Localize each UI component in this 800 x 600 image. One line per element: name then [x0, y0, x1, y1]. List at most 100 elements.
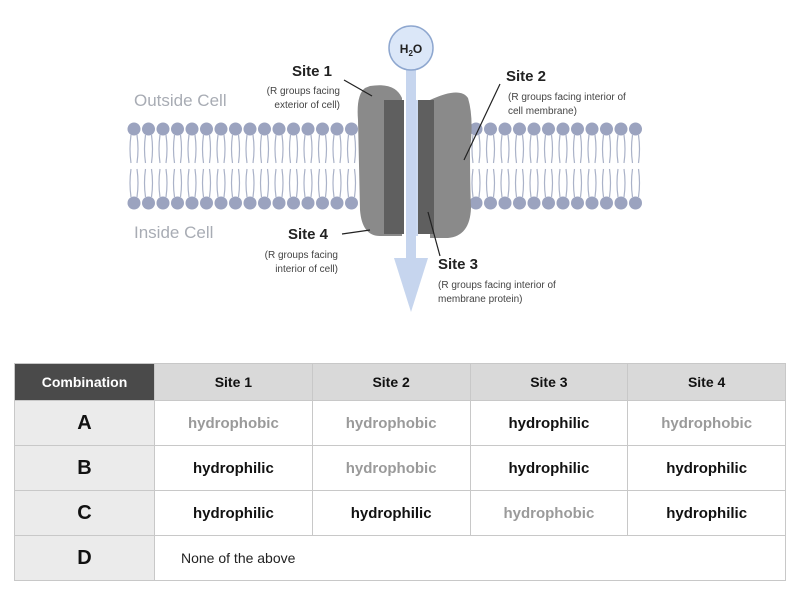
lipid-head: [258, 196, 271, 210]
header-site-4: Site 4: [627, 363, 786, 401]
cell-site-3: hydrophilic: [469, 445, 629, 491]
lipid-tail: [143, 168, 147, 198]
lipid-tail: [529, 134, 532, 164]
lipid-tail: [471, 168, 474, 198]
lipid-head: [272, 122, 286, 136]
lipid-tail: [216, 168, 219, 198]
lipid-tail: [129, 134, 132, 164]
lipid-tail: [252, 168, 255, 198]
lipid-tail: [346, 134, 350, 164]
lipid-tail: [150, 134, 154, 164]
cell-site-2: hydrophobic: [311, 400, 471, 446]
row-label: C: [14, 490, 155, 536]
lipid-head: [498, 196, 512, 210]
membrane-protein-diagram: H2O Outside Cell Inside Cell Site 1 (R g…: [127, 25, 642, 312]
lipid-tail: [500, 168, 503, 198]
lipid-head: [214, 196, 228, 210]
flow-arrow-head: [394, 258, 428, 312]
lipid-tail: [492, 134, 496, 164]
lipid-head: [345, 196, 358, 210]
lipid-tail: [339, 168, 342, 198]
lipid-head: [513, 122, 526, 136]
table-header-row: Combination Site 1 Site 2 Site 3 Site 4: [14, 363, 786, 401]
table-row-d[interactable]: D None of the above: [14, 535, 786, 581]
header-combination: Combination: [14, 363, 155, 401]
lipid-tail: [507, 134, 510, 164]
lipid-tail: [274, 168, 277, 198]
lipid-head: [527, 122, 541, 136]
cell-site-3: hydrophobic: [469, 490, 629, 536]
row-label: D: [14, 535, 155, 581]
table-row-c[interactable]: C hydrophilic hydrophilic hydrophobic hy…: [14, 490, 786, 536]
lipid-tail: [187, 168, 190, 198]
lipid-head: [316, 196, 329, 210]
lipid-tail: [230, 134, 234, 164]
lipid-tail: [558, 168, 561, 198]
lipid-head: [301, 122, 315, 136]
lipid-head: [185, 122, 199, 136]
lipid-head: [127, 122, 141, 136]
lipid-tail: [143, 134, 147, 164]
lipid-tail: [237, 168, 241, 198]
lipid-tail: [543, 134, 547, 164]
lipid-tail: [194, 168, 197, 198]
lipid-head: [142, 122, 155, 136]
lipid-tail: [295, 168, 299, 198]
phospholipid-heads: [127, 122, 642, 210]
lipid-head: [571, 196, 584, 210]
site2-desc-line2: cell membrane): [508, 106, 577, 117]
lipid-tail: [208, 134, 212, 164]
lipid-tail: [223, 168, 226, 198]
table-row-a[interactable]: A hydrophobic hydrophobic hydrophilic hy…: [14, 400, 786, 446]
lipid-tail: [579, 168, 583, 198]
lipid-head: [287, 122, 300, 136]
lipid-head: [272, 196, 286, 210]
lipid-head: [585, 196, 599, 210]
site4-leader-line: [341, 229, 371, 235]
lipid-tail: [150, 168, 154, 198]
site1-leader-line: [343, 79, 373, 97]
table-row-b[interactable]: B hydrophilic hydrophobic hydrophilic hy…: [14, 445, 786, 491]
lipid-head: [614, 196, 628, 210]
lipid-tail: [492, 168, 496, 198]
lipid-tail: [310, 134, 313, 164]
site1-desc-line1: (R groups facing: [267, 86, 340, 97]
lipid-tail: [471, 134, 474, 164]
lipid-tail: [623, 168, 626, 198]
lipid-head: [571, 122, 584, 136]
protein-channel-right: [418, 100, 434, 234]
phospholipid-tails: [129, 134, 641, 198]
lipid-tail: [194, 134, 197, 164]
lipid-tail: [572, 168, 576, 198]
cell-none-of-the-above: None of the above: [154, 535, 786, 581]
site2-desc-line1: (R groups facing interior of: [508, 92, 626, 103]
lipid-head: [156, 196, 170, 210]
lipid-tail: [572, 134, 576, 164]
lipid-head: [484, 122, 497, 136]
outside-cell-label: Outside Cell: [134, 91, 227, 110]
cell-site-3: hydrophilic: [469, 400, 629, 446]
lipid-tail: [478, 134, 481, 164]
lipid-head: [513, 196, 526, 210]
lipid-tail: [485, 134, 489, 164]
lipid-head: [229, 122, 242, 136]
lipid-tail: [507, 168, 510, 198]
lipid-head: [527, 196, 541, 210]
site2-leader-line: [463, 83, 501, 161]
water-molecule-icon: [388, 25, 434, 71]
lipid-tail: [601, 134, 605, 164]
cell-site-1: hydrophilic: [154, 445, 313, 491]
site4-desc-line2: interior of cell): [275, 264, 338, 275]
cell-site-4: hydrophilic: [627, 490, 786, 536]
lipid-tail: [558, 134, 561, 164]
lipid-tail: [565, 168, 568, 198]
lipid-tail: [332, 168, 335, 198]
lipid-tail: [136, 168, 139, 198]
site3-title: Site 3: [438, 256, 478, 273]
lipid-head: [600, 196, 613, 210]
lipid-tail: [237, 134, 241, 164]
lipid-tail: [608, 168, 612, 198]
lipid-tail: [274, 134, 277, 164]
lipid-tail: [543, 168, 547, 198]
lipid-tail: [303, 168, 306, 198]
